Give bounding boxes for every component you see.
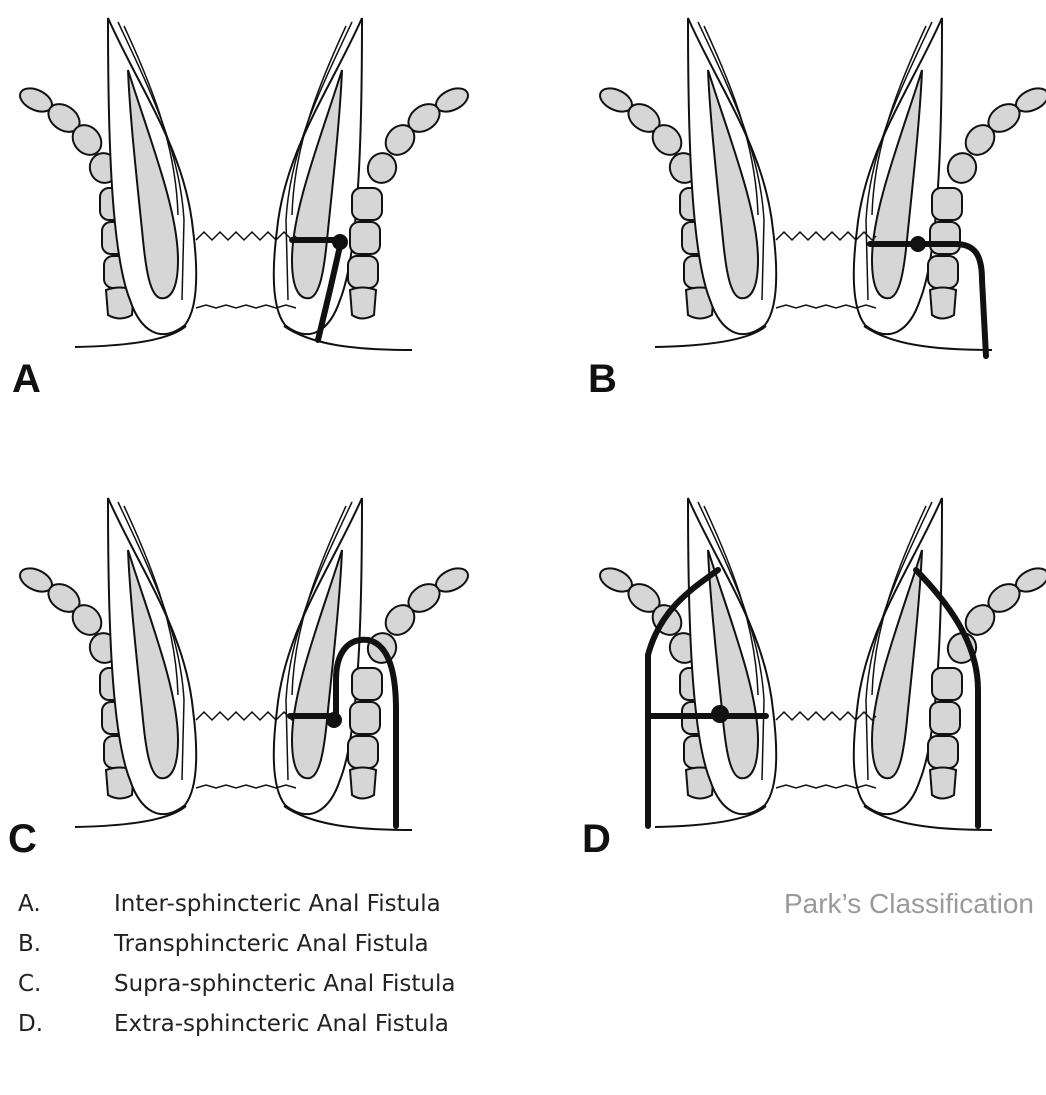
panel-label-d: D — [582, 817, 611, 861]
panel-a: A — [12, 18, 472, 401]
panel-b: B — [588, 18, 1046, 401]
legend-label: Extra-sphincteric Anal Fistula — [114, 1011, 449, 1037]
internal-opening-b — [910, 236, 926, 252]
legend-item: C. Supra-sphincteric Anal Fistula — [18, 964, 456, 1004]
legend-item: B. Transphincteric Anal Fistula — [18, 924, 456, 964]
legend: A. Inter-sphincteric Anal Fistula B. Tra… — [18, 884, 456, 1044]
internal-opening-d — [711, 705, 729, 723]
legend-key: C. — [18, 971, 114, 997]
panel-d: D — [582, 498, 1046, 861]
figure-caption: Park’s Classification — [784, 888, 1034, 920]
internal-opening-c — [326, 712, 342, 728]
internal-opening-a — [332, 234, 348, 250]
legend-key: A. — [18, 891, 114, 917]
panel-label-c: C — [8, 817, 37, 861]
panel-label-b: B — [588, 357, 617, 401]
legend-key: D. — [18, 1011, 114, 1037]
legend-label: Inter-sphincteric Anal Fistula — [114, 891, 441, 917]
legend-item: A. Inter-sphincteric Anal Fistula — [18, 884, 456, 924]
legend-label: Supra-sphincteric Anal Fistula — [114, 971, 456, 997]
panel-c: C — [8, 498, 472, 861]
legend-label: Transphincteric Anal Fistula — [114, 931, 429, 957]
legend-item: D. Extra-sphincteric Anal Fistula — [18, 1004, 456, 1044]
panel-label-a: A — [12, 357, 41, 401]
legend-key: B. — [18, 931, 114, 957]
